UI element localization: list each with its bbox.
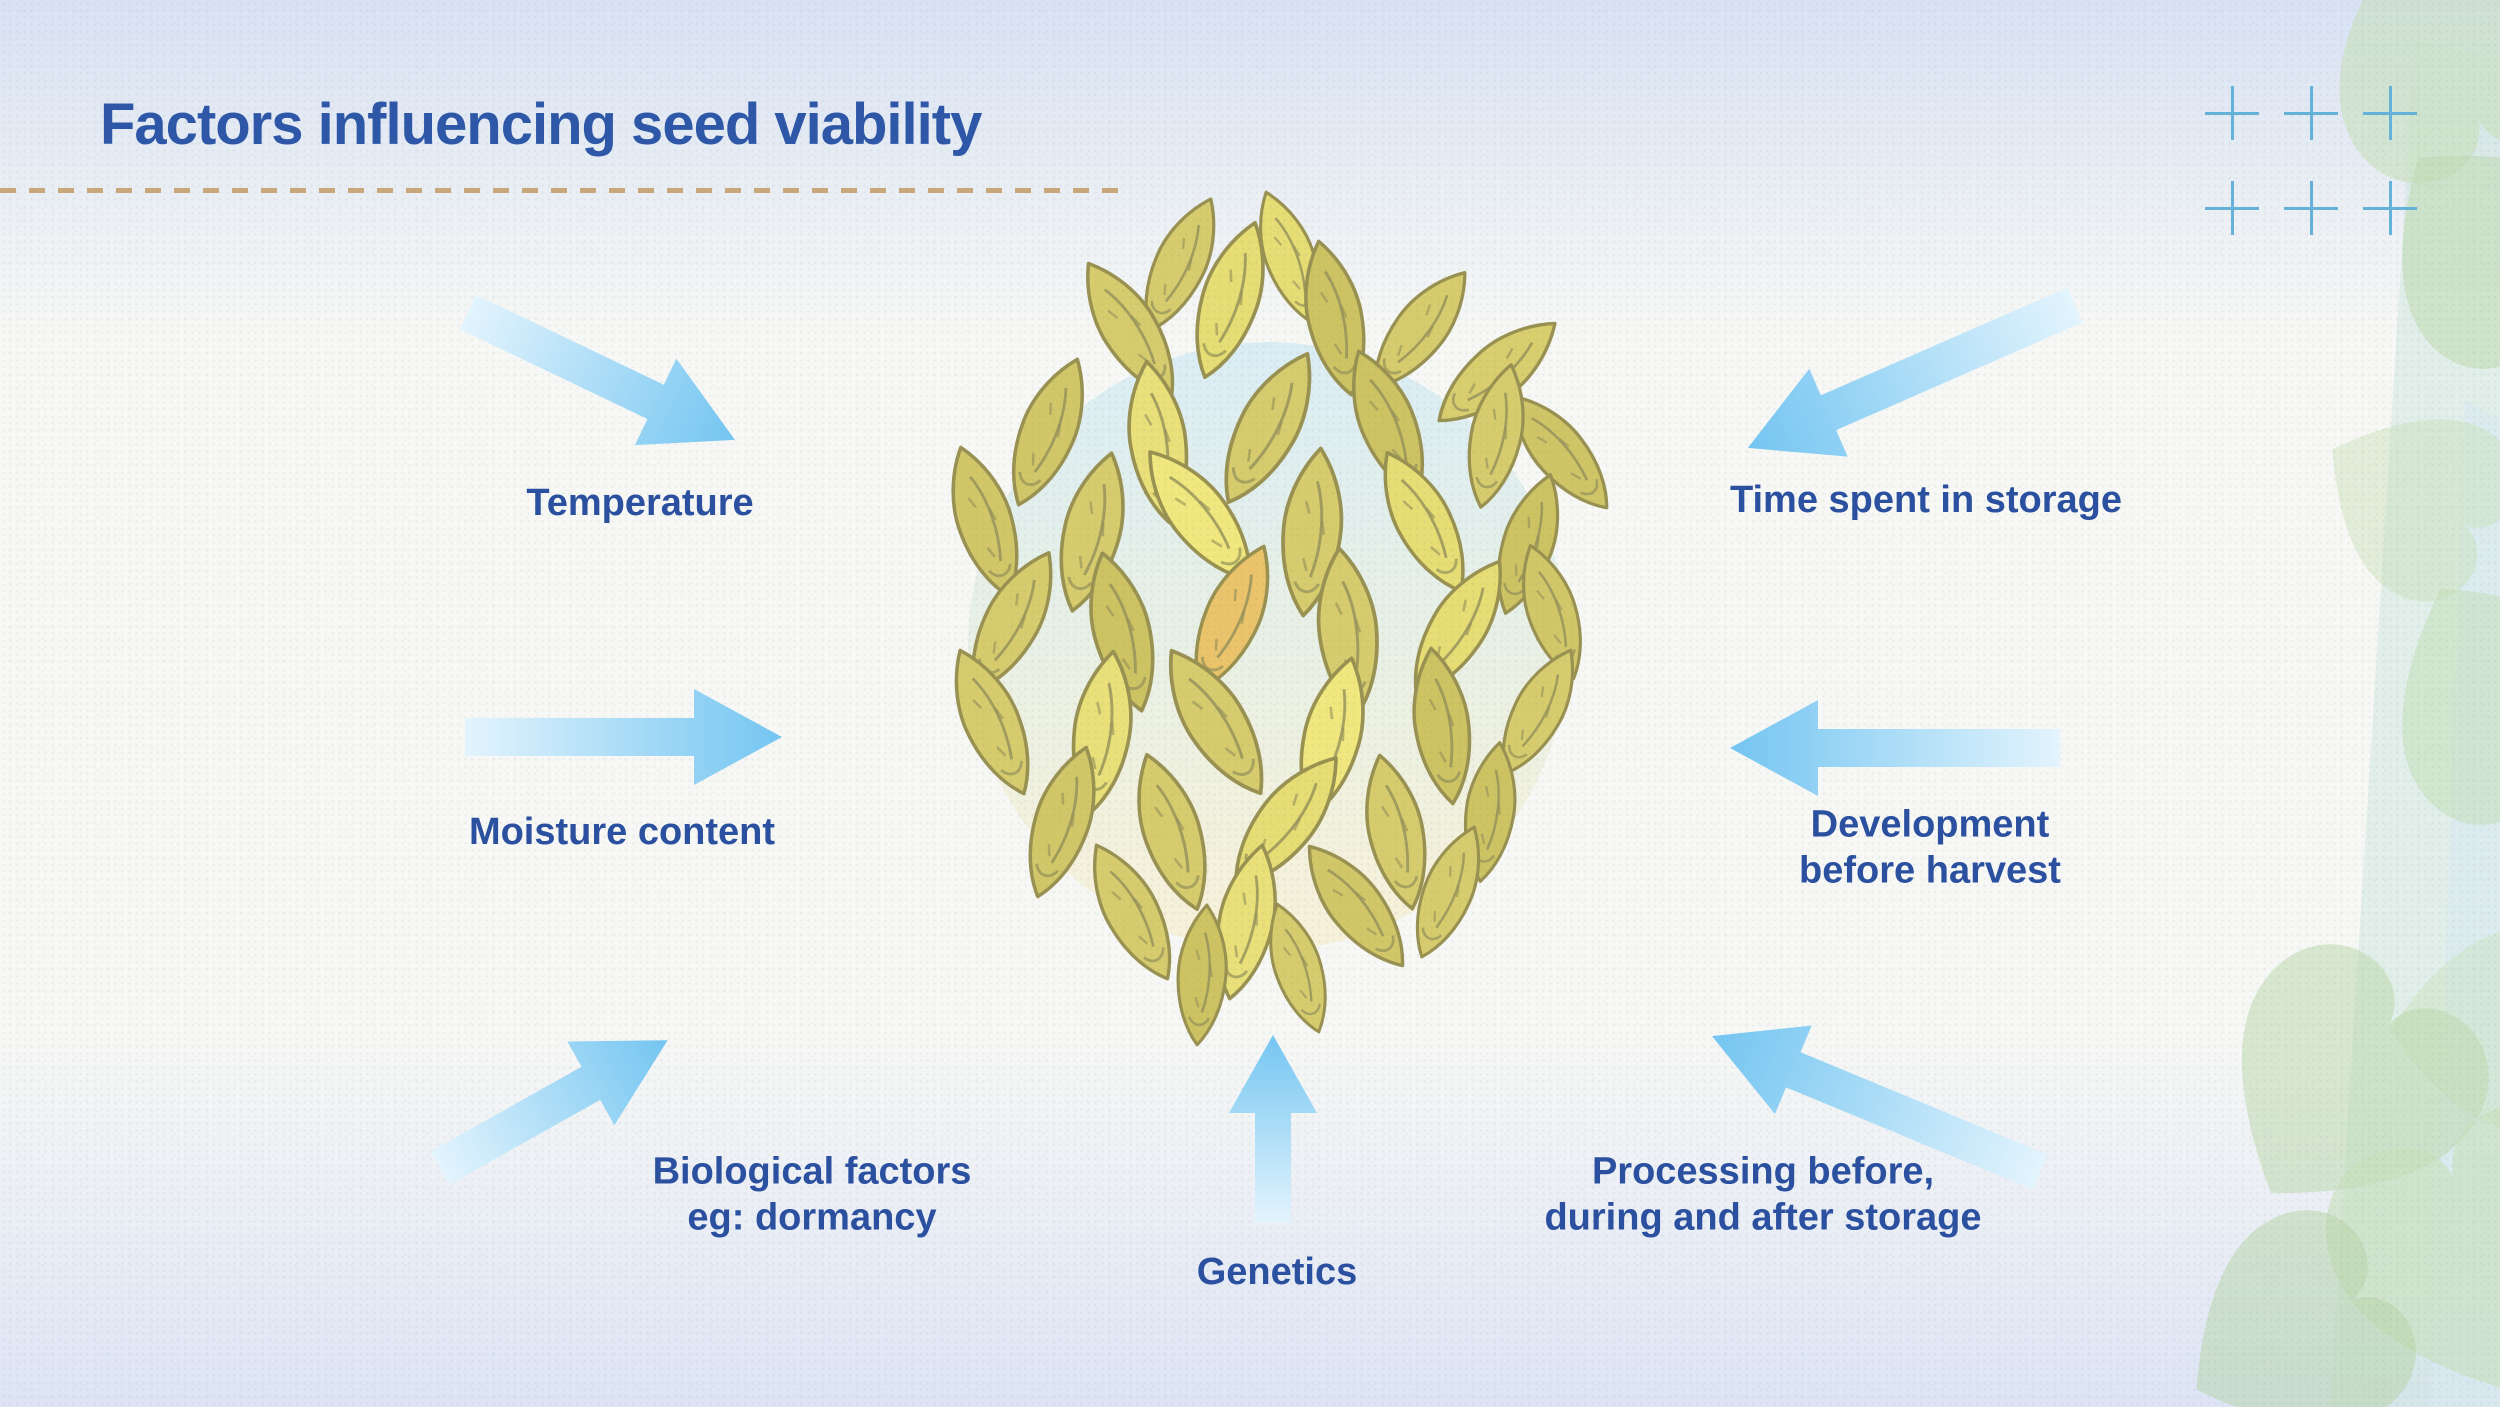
factor-label-development: Development before harvest (1799, 803, 2061, 892)
plus-icon (2205, 181, 2259, 235)
factor-label-temperature: Temperature (526, 481, 754, 524)
plus-icon (2284, 181, 2338, 235)
arrow-temperature (459, 294, 735, 446)
arrow-biological (430, 1040, 668, 1185)
factor-label-genetics: Genetics (1196, 1250, 1358, 1293)
plus-icon (2363, 181, 2417, 235)
plus-icon (2363, 86, 2417, 140)
factor-label-moisture: Moisture content (468, 810, 776, 853)
title-underline (0, 188, 1125, 193)
factor-label-biological: Biological factors eg: dormancy (652, 1150, 972, 1239)
arrow-moisture (465, 689, 782, 785)
plus-icon (2205, 86, 2259, 140)
factor-label-time-storage: Time spent in storage (1729, 478, 2123, 521)
page-title: Factors influencing seed viability (100, 91, 982, 157)
arrow-development (1730, 700, 2060, 796)
arrow-time-storage (1747, 287, 2083, 457)
plus-icon (2284, 86, 2338, 140)
arrow-processing (1712, 1025, 2048, 1190)
factor-label-processing: Processing before, during and after stor… (1544, 1150, 1982, 1239)
plus-decoration (2205, 86, 2417, 235)
arrow-genetics (1229, 1035, 1317, 1223)
